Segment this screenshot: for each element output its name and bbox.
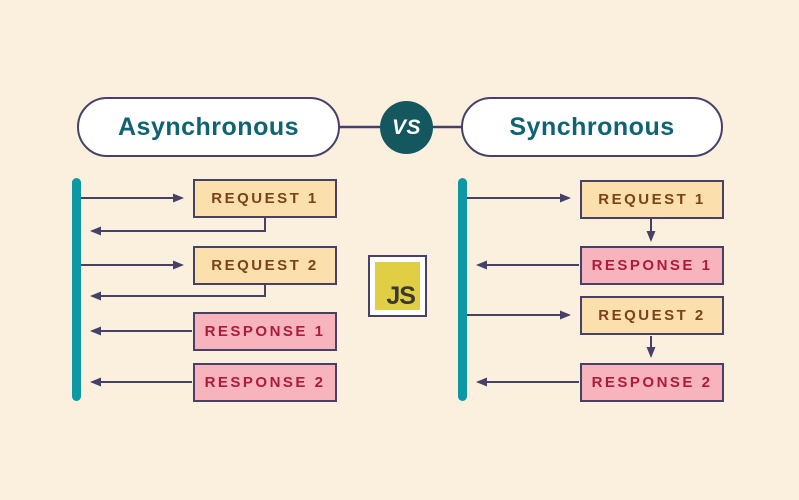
sync-response1-box: RESPONSE 1 xyxy=(580,246,724,285)
async-request2-box: REQUEST 2 xyxy=(193,246,337,285)
arrow-async-request1-return xyxy=(90,217,266,236)
sync-response2-label: RESPONSE 2 xyxy=(591,374,713,391)
vs-badge: VS xyxy=(380,101,433,154)
sync-request1-box: REQUEST 1 xyxy=(580,180,724,219)
sync-response2-box: RESPONSE 2 xyxy=(580,363,724,402)
async-response2-box: RESPONSE 2 xyxy=(193,363,337,402)
async-request1-box: REQUEST 1 xyxy=(193,179,337,218)
sync-request1-label: REQUEST 1 xyxy=(598,191,706,208)
async-response2-label: RESPONSE 2 xyxy=(204,374,326,391)
javascript-logo-label: JS xyxy=(386,281,416,310)
async-response1-label: RESPONSE 1 xyxy=(204,323,326,340)
javascript-logo-badge: JS xyxy=(368,255,427,317)
javascript-logo-icon: JS xyxy=(375,262,420,310)
arrow-async-request2-return xyxy=(90,284,266,301)
synchronous-heading-pill: Synchronous xyxy=(461,97,723,157)
vs-badge-label: VS xyxy=(391,115,421,139)
synchronous-heading-label: Synchronous xyxy=(509,112,675,141)
sync-timeline-bar xyxy=(458,178,467,401)
async-request2-label: REQUEST 2 xyxy=(211,257,319,274)
sync-request2-label: REQUEST 2 xyxy=(598,307,706,324)
async-response1-box: RESPONSE 1 xyxy=(193,312,337,351)
async-request1-label: REQUEST 1 xyxy=(211,190,319,207)
sync-request2-box: REQUEST 2 xyxy=(580,296,724,335)
sync-response1-label: RESPONSE 1 xyxy=(591,257,713,274)
asynchronous-heading-label: Asynchronous xyxy=(117,112,300,141)
async-timeline-bar xyxy=(72,178,81,401)
